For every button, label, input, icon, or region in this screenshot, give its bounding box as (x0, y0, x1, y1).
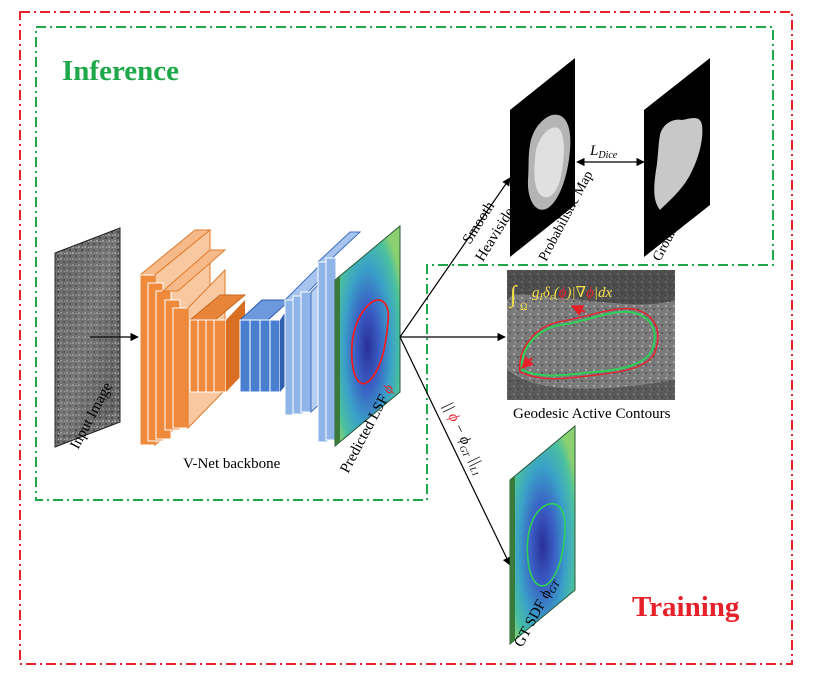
input-image (54, 227, 121, 448)
gac-image (507, 270, 675, 400)
svg-text:gIδε(ϕ)|∇ϕ|dx: gIδε(ϕ)|∇ϕ|dx (532, 285, 613, 303)
gt-sdf-map (509, 424, 576, 646)
gt-sdf-green-contour (526, 503, 566, 587)
arrow-to-gt-sdf (399, 336, 511, 566)
ground-truth-map (644, 58, 710, 257)
gac-green-contour (520, 310, 656, 377)
backbone-label: V-Net backbone (183, 456, 281, 472)
inference-title: Inference (62, 55, 179, 87)
gac-formula: ∫ Ω gIδε(ϕ)|∇ϕ|dx (508, 282, 613, 313)
svg-text:Ω: Ω (520, 302, 527, 313)
inference-frame (35, 26, 774, 501)
vnet-encoder-orange (138, 228, 247, 447)
gac-caption: Geodesic Active Contours (513, 406, 671, 422)
probabilistic-map (510, 58, 575, 257)
predicted-lsf-map (334, 224, 401, 448)
training-title: Training (632, 591, 740, 623)
arrow-to-probabilistic-map (399, 177, 511, 338)
smooth-heaviside-label: Smooth Heaviside (460, 199, 518, 265)
dice-loss-label: LDice (589, 143, 618, 161)
vnet-decoder-blue (283, 231, 362, 443)
gac-red-contour (518, 307, 659, 380)
svg-text:∫: ∫ (508, 282, 518, 309)
lsf-red-contour (350, 299, 390, 385)
training-frame (19, 11, 793, 665)
vnet-bottleneck-blue (238, 299, 292, 393)
